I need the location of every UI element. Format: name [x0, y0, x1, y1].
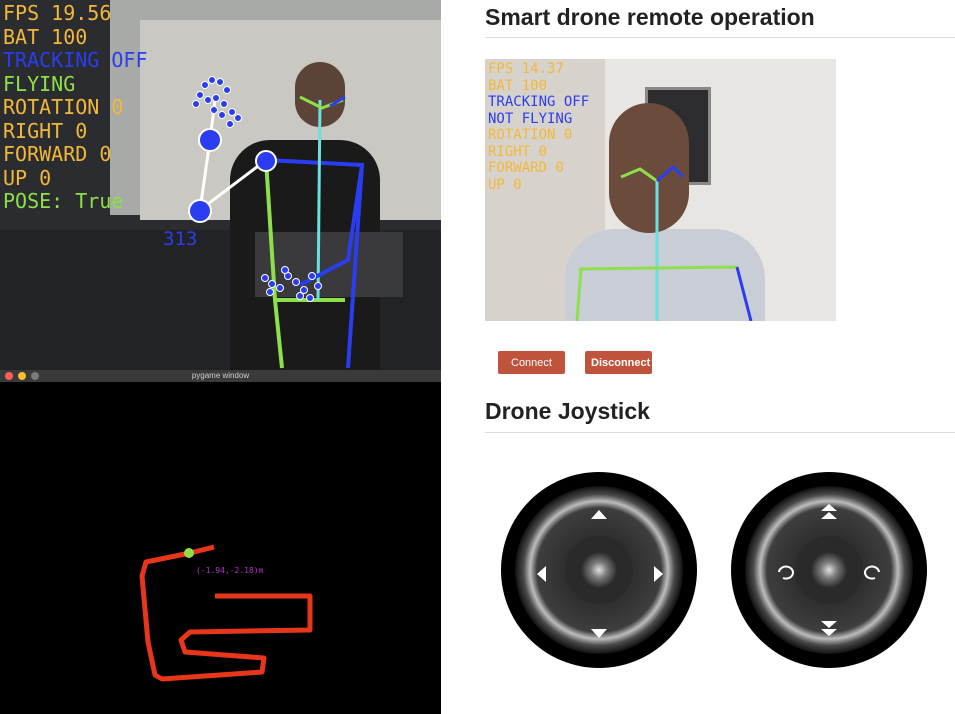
hud-main-line: FORWARD 0 — [3, 142, 112, 166]
hand-keypoints-raised — [192, 76, 242, 128]
disconnect-button[interactable]: Disconnect — [585, 351, 652, 374]
hud-preview-line: FORWARD 0 — [488, 160, 564, 176]
joint-wrist — [198, 128, 222, 152]
pygame-titlebar: pygame window — [0, 370, 441, 382]
movement-joystick[interactable] — [501, 472, 697, 668]
hud-main-line: UP 0 — [3, 165, 52, 190]
hud-preview-line: RIGHT 0 — [488, 143, 548, 160]
hand-keypoints-lower — [261, 266, 322, 302]
flight-path-map — [139, 544, 313, 682]
title-divider — [485, 37, 955, 38]
hud-preview-line: FPS 14.37 — [488, 61, 564, 77]
connect-button[interactable]: Connect — [498, 351, 565, 374]
drone-position-marker — [184, 548, 194, 558]
hud-main-line: ROTATION 0 — [3, 95, 124, 119]
movement-joystick-knob[interactable] — [581, 552, 617, 588]
hud-main-line: POSE: True — [3, 189, 124, 213]
flight-path — [139, 544, 313, 682]
hud-main-line: RIGHT 0 — [3, 118, 88, 143]
drone-coordinate-label: (-1.94,-2.18)m — [196, 566, 264, 575]
rotate-right-icon — [864, 565, 880, 580]
double-chevron-down-icon — [821, 621, 837, 636]
joystick-heading: Drone Joystick — [485, 398, 650, 424]
preview-person-shirt — [565, 229, 765, 321]
page-bottom — [441, 680, 955, 714]
preview-skeleton-overlay — [575, 164, 753, 321]
hud-preview-line: UP 0 — [488, 176, 522, 193]
minimize-window-button[interactable] — [18, 372, 26, 380]
hud-main-line: TRACKING OFF — [3, 48, 148, 72]
maximize-window-button[interactable] — [31, 372, 39, 380]
hud-preview-line: BAT 100 — [488, 77, 548, 94]
altitude-rotation-joystick[interactable] — [731, 472, 927, 668]
rotate-left-icon — [778, 565, 794, 580]
close-window-button[interactable] — [5, 372, 13, 380]
hud-main-line: FLYING — [3, 71, 76, 96]
arrow-down-icon — [591, 629, 607, 638]
hud-preview-line: ROTATION 0 — [488, 127, 573, 143]
joint-shoulder — [255, 150, 277, 172]
pygame-window: pygame window (-1.94,-2.18)m — [0, 370, 441, 714]
distance-label: 313 — [163, 228, 198, 250]
joystick-divider — [485, 432, 955, 433]
hud-main-line: FPS 19.56 — [3, 1, 112, 25]
pygame-window-title: pygame window — [191, 371, 250, 380]
double-chevron-up-icon — [821, 504, 837, 519]
pose-skeleton-overlay — [188, 76, 403, 369]
hud-main-line: BAT 100 — [3, 24, 88, 49]
arrow-up-icon — [591, 510, 607, 519]
joint-elbow — [188, 199, 212, 223]
arrow-right-icon — [654, 566, 663, 582]
arrow-left-icon — [537, 566, 546, 582]
altitude-rotation-joystick-knob[interactable] — [811, 552, 847, 588]
hud-preview-line: NOT FLYING — [488, 110, 573, 127]
hud-preview-line: TRACKING OFF — [488, 94, 590, 110]
page-title: Smart drone remote operation — [485, 4, 815, 30]
